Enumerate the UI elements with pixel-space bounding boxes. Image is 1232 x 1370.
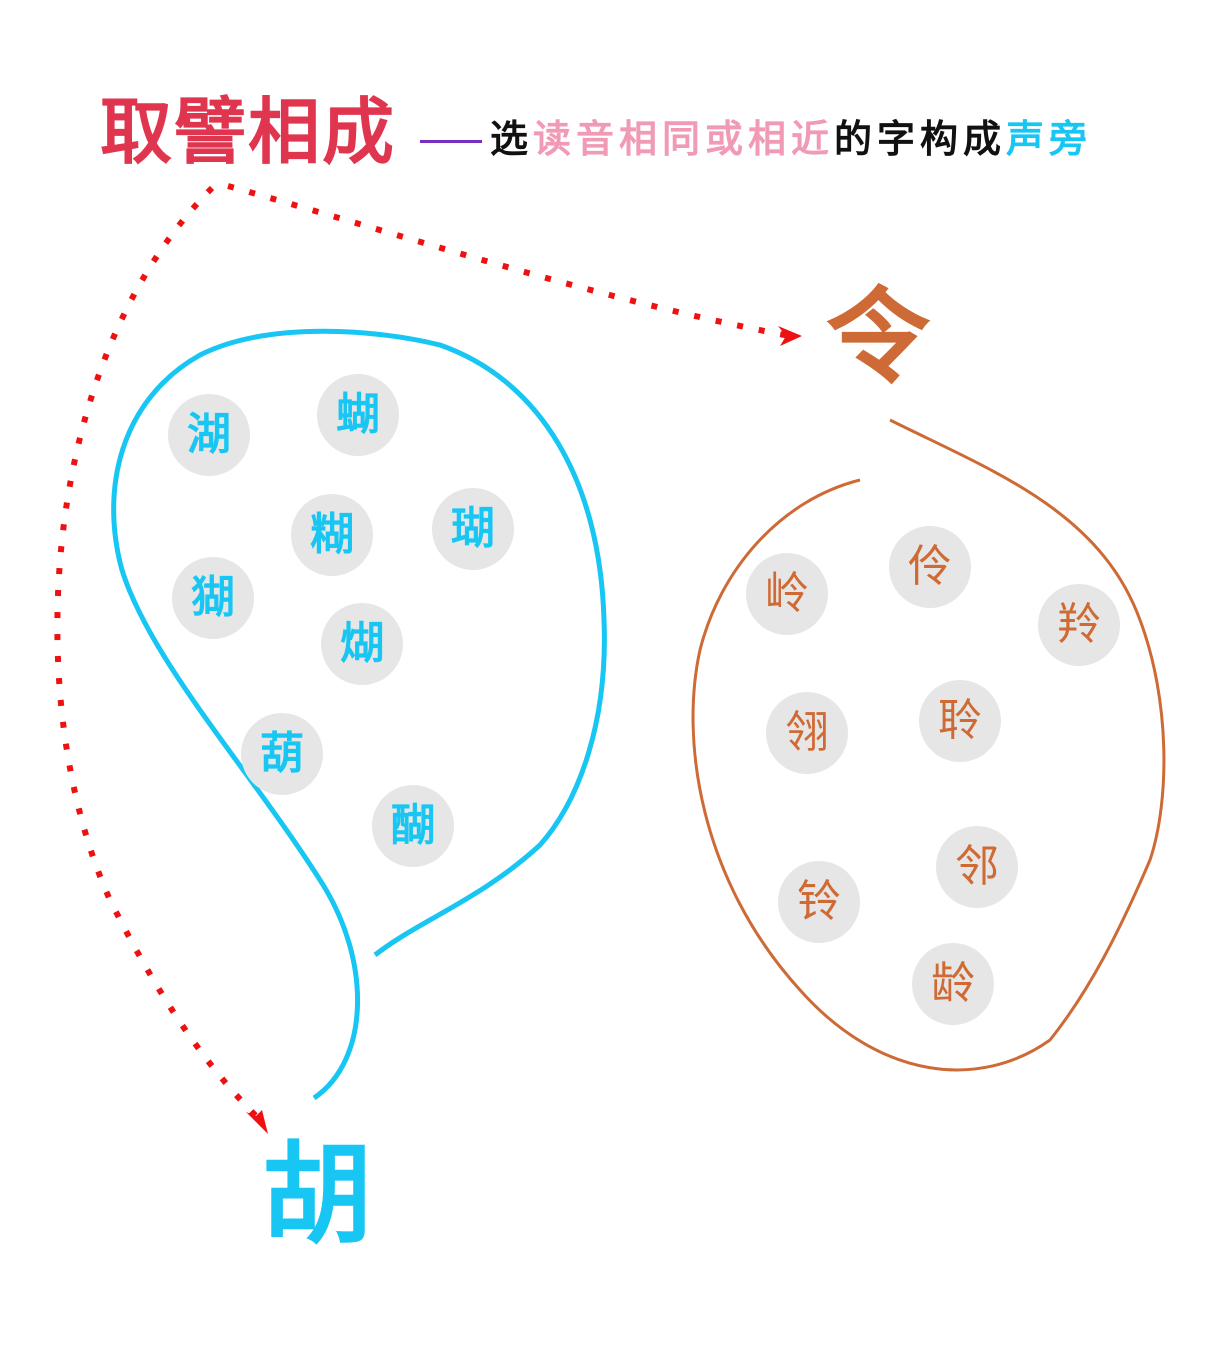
char-bubble: 瑚 [432,488,514,570]
title-dash-divider [420,140,482,143]
root-char-ling: 令 [826,275,931,398]
char-bubble: 伶 [889,526,971,608]
char-bubble: 龄 [912,943,994,1025]
char-bubble: 岭 [746,553,828,635]
char-bubble: 葫 [241,713,323,795]
dotted-arrow-to-ling [227,183,791,339]
char-bubble: 邻 [936,826,1018,908]
char-bubble: 聆 [919,680,1001,762]
root-char-hu: 胡 [262,1130,372,1259]
char-bubble: 蝴 [317,374,399,456]
subtitle-part: 的字构成 [834,117,1007,161]
subtitle-part: 选 [490,117,534,161]
char-bubble: 羚 [1038,584,1120,666]
char-bubble: 湖 [168,394,250,476]
char-bubble: 煳 [321,603,403,685]
page-title: 取譬相成 [100,89,397,174]
subtitle-part-keyword: 声旁 [1006,117,1093,161]
char-bubble: 翎 [766,692,848,774]
arrowhead-ling-icon [778,326,802,346]
char-bubble: 猢 [172,557,254,639]
dotted-arrow-to-hu [54,185,261,1121]
subtitle: 选读音相同或相近的字构成声旁 [490,120,1092,158]
ling-group-outline [691,418,1166,1072]
char-bubble: 铃 [778,861,860,943]
hu-group-outline [111,328,607,1101]
char-bubble: 糊 [291,494,373,576]
arrowhead-hu-icon [246,1110,268,1134]
char-bubble: 醐 [372,785,454,867]
subtitle-part-highlight: 读音相同或相近 [533,117,835,161]
